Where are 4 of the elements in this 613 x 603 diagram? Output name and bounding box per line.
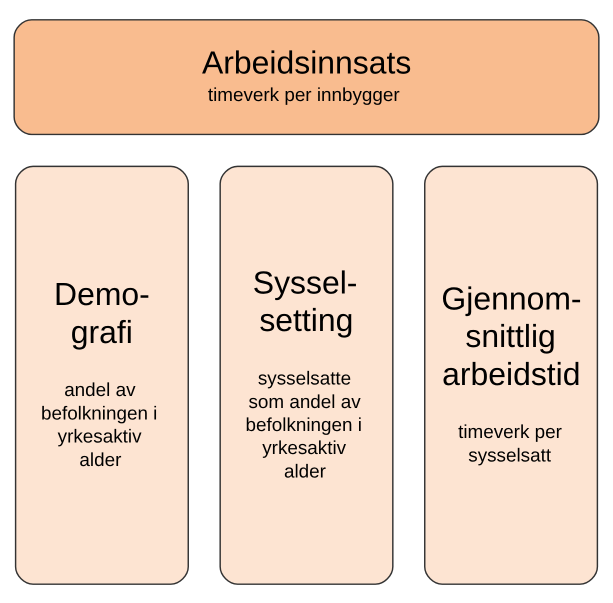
node-box: Gjennom- snittlig arbeidstid timeverk per sysselsatt <box>424 165 598 584</box>
node-box: Syssel- setting sysselsatte som andel av befolkningen i yrkesaktiv alder <box>219 165 394 584</box>
node-box: Demo- grafi andel av befolkningen i yrkesaktiv alder <box>14 165 189 584</box>
node-box: Arbeidsinnsats timeverk per innbygger <box>13 18 600 135</box>
